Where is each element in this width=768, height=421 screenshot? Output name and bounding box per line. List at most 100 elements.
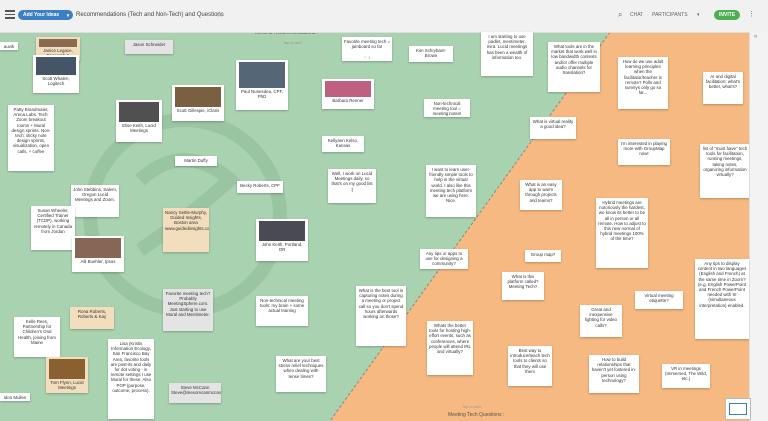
sticky-note[interactable]: Jason Schneider: [125, 40, 173, 54]
sticky-note[interactable]: What is this platform called? Meeting Te…: [502, 272, 544, 300]
sticky-note[interactable]: What is an easy app to warm through proj…: [520, 180, 562, 210]
add-your-ideas-button[interactable]: Add Your Ideas ▾: [18, 10, 74, 20]
participants-button[interactable]: PARTICIPANTS: [652, 12, 688, 18]
sticky-note[interactable]: What is virtual reality a good idea?: [530, 117, 576, 139]
sticky-note-text: Any tips or apps to use for designing a …: [425, 251, 463, 267]
sticky-note[interactable]: Whats the better tools for hosting high-…: [427, 321, 473, 375]
sticky-note-text: I'm interested in playing more with Grou…: [621, 141, 667, 157]
more-options-icon[interactable]: ⋮: [748, 11, 755, 18]
sticky-note[interactable]: Idon Mullen: [0, 393, 30, 401]
chat-button[interactable]: CHAT: [630, 12, 644, 18]
sticky-note[interactable]: Well, I work on Lucid Meetings daily, so…: [328, 169, 376, 203]
sticky-note-text: Susan Wheeler, Certified Trainer (TCDP),…: [33, 208, 73, 234]
sticky-note[interactable]: Any tips or apps to use for designing a …: [420, 249, 468, 269]
chevron-down-icon: ▾: [66, 13, 70, 19]
sticky-note[interactable]: What is the best tool in capturing notes…: [356, 286, 406, 346]
sticky-note-text: Best way to introduce/teach tech tools t…: [510, 348, 550, 374]
search-icon[interactable]: ⌕: [618, 10, 623, 19]
sticky-note[interactable]: Nancy Settle-Murphy, Guided Insights, Bo…: [163, 208, 209, 252]
sticky-note[interactable]: Martin Duffy: [175, 156, 217, 166]
sticky-note[interactable]: Lisa (Kristis Information Ecology, San F…: [108, 339, 154, 419]
sticky-note[interactable]: Favorite meeting tech? Probably MeetingS…: [163, 289, 213, 331]
collapse-icon[interactable]: «: [754, 34, 758, 40]
sticky-note-text: Kelle Rees, Partnership for Children's O…: [18, 319, 56, 345]
sticky-note[interactable]: Becky Roberts, CPF: [237, 181, 283, 193]
sticky-note[interactable]: Hybrid meetings are notoriously the hard…: [596, 198, 648, 268]
sticky-note-text: Non-technical meeting tool = meeting not…: [432, 101, 462, 117]
sticky-note[interactable]: Scott Gillespie, iClaris: [172, 85, 224, 121]
sticky-note[interactable]: What are your best stress relief techniq…: [276, 356, 326, 392]
note-photo: [49, 359, 85, 379]
sticky-note[interactable]: How to build relationships that haven't …: [589, 355, 639, 393]
sticky-note[interactable]: Elise Keith, Lucid Meetings: [116, 100, 162, 142]
minimap-viewport[interactable]: [729, 403, 747, 415]
sticky-note[interactable]: auvik: [0, 42, 18, 50]
tap-to-add-hint[interactable]: Tap to add: [283, 40, 302, 45]
like-count[interactable]: ♡ 1: [443, 110, 451, 116]
star-icon[interactable]: ☆: [216, 10, 224, 19]
sticky-note[interactable]: John Keith, Portland, OR: [256, 219, 308, 261]
sticky-note[interactable]: Any tips to display content in two langu…: [695, 259, 749, 339]
sticky-note[interactable]: What tools are in the market that work w…: [548, 42, 600, 92]
sticky-note-text: Becky Roberts, CPF: [240, 183, 280, 188]
top-right-controls: ⌕ CHAT PARTICIPANTS ▾ INVITE ⋮: [618, 9, 768, 21]
sticky-note[interactable]: Tom Flynn, Lucid Meetings: [46, 357, 88, 393]
sticky-note[interactable]: Patty Brandmaier, Arena Labs. Tech: Zoom…: [8, 105, 54, 171]
sticky-note-text: Barbara Renner: [332, 98, 364, 103]
note-photo: [259, 221, 305, 241]
sticky-note-text: What tools are in the market that work w…: [551, 44, 597, 76]
sticky-note[interactable]: AI and digital facilitation: what's bett…: [703, 72, 743, 104]
sticky-note[interactable]: Kellyann Kelso, Kansas: [322, 136, 364, 152]
sticky-note[interactable]: Great and inexpensive lighting for video…: [580, 305, 622, 337]
sticky-note-text: Kim Schrybant-Brown: [415, 48, 446, 59]
sticky-note-text: How do we use adult learning principles …: [622, 59, 664, 96]
sticky-note[interactable]: How do we use adult learning principles …: [618, 57, 668, 109]
sticky-note-text: What is virtual reality a good idea?: [532, 119, 574, 130]
sticky-note-text: Elise Keith, Lucid Meetings: [122, 123, 156, 134]
sticky-note[interactable]: Susan Wheeler, Certified Trainer (TCDP),…: [31, 206, 75, 250]
sticky-note-text: Lisa (Kristis Information Ecology, San F…: [110, 341, 152, 393]
sticky-note-text: Martin Duffy: [184, 158, 208, 163]
note-photo: [75, 238, 121, 258]
invite-button[interactable]: INVITE: [714, 10, 741, 20]
sticky-note[interactable]: Scott Whalen, Logitech: [33, 55, 79, 93]
sticky-note[interactable]: Best way to introduce/teach tech tools t…: [508, 346, 552, 386]
sticky-note[interactable]: I want to learn user-friendly simple too…: [426, 165, 476, 217]
sticky-note-text: Rona Roberts, Roberts & Kay: [77, 309, 107, 320]
sticky-note[interactable]: I'm interested in playing more with Grou…: [618, 139, 670, 165]
zone-title-questions: Meeting Tech Questions :: [448, 412, 505, 418]
sticky-note[interactable]: Barbara Renner: [322, 79, 374, 109]
sticky-note[interactable]: Kim Schrybant-Brown: [409, 46, 453, 62]
sticky-note-text: Kellyann Kelso, Kansas: [327, 138, 359, 149]
sticky-note-text: Scott Gillespie, iClaris: [176, 108, 220, 113]
sticky-note[interactable]: Paul Nunesdea, CPF, PhD: [236, 60, 288, 110]
sticky-note-text: Favorite meeting tech? Probably MeetingS…: [165, 291, 211, 317]
like-count[interactable]: ♡ 1: [363, 54, 371, 60]
zone-title-intros: Intros & Recommendations :: [255, 30, 319, 36]
sticky-note[interactable]: John Stebbins, Salem, Oregon Lucid Meeti…: [71, 185, 119, 217]
tap-to-add-hint[interactable]: Tap to add: [462, 404, 481, 409]
sticky-note-text: What is an easy app to warm through proj…: [525, 182, 557, 203]
sticky-note[interactable]: list of "must have" tech tools for facil…: [700, 144, 750, 198]
sticky-note[interactable]: Virtual meeting etiquette?: [635, 291, 683, 309]
sticky-note[interactable]: Favorite meeting tech = jamboard so far♡…: [342, 37, 392, 61]
sticky-note-text: Nancy Settle-Murphy, Guided Insights, Bo…: [165, 210, 209, 231]
sticky-note[interactable]: I am starting to use padlet, mentimeter,…: [481, 32, 533, 76]
sticky-note[interactable]: Alli Buehler, Ipsos: [72, 236, 124, 272]
minimap[interactable]: [725, 398, 751, 420]
note-photo: [239, 62, 285, 88]
sticky-note-text: Any tips to display content in two langu…: [697, 261, 747, 308]
sticky-note-text: list of "must have" tech tools for facil…: [702, 146, 748, 178]
sticky-note[interactable]: Non-technical meeting tool = meeting not…: [424, 99, 470, 117]
sticky-note[interactable]: VR in meetings (Immersed, The Wild, etc.…: [662, 364, 710, 388]
sticky-note-text: How to build relationships that haven't …: [591, 357, 637, 383]
sticky-note[interactable]: Rona Roberts, Roberts & Kay: [70, 307, 114, 329]
sticky-note[interactable]: Group map?: [525, 250, 561, 262]
sticky-note[interactable]: Steve McCann Steve@mexomcanmccann: [169, 383, 221, 403]
sticky-note[interactable]: Non-technical meeting tools: my brain + …: [256, 296, 308, 326]
sticky-note-text: What is this platform called? Meeting Te…: [507, 274, 539, 290]
menu-icon[interactable]: [5, 10, 15, 19]
sticky-note[interactable]: Kelle Rees, Partnership for Children's O…: [14, 317, 60, 357]
chevron-down-icon[interactable]: ▾: [697, 12, 700, 18]
